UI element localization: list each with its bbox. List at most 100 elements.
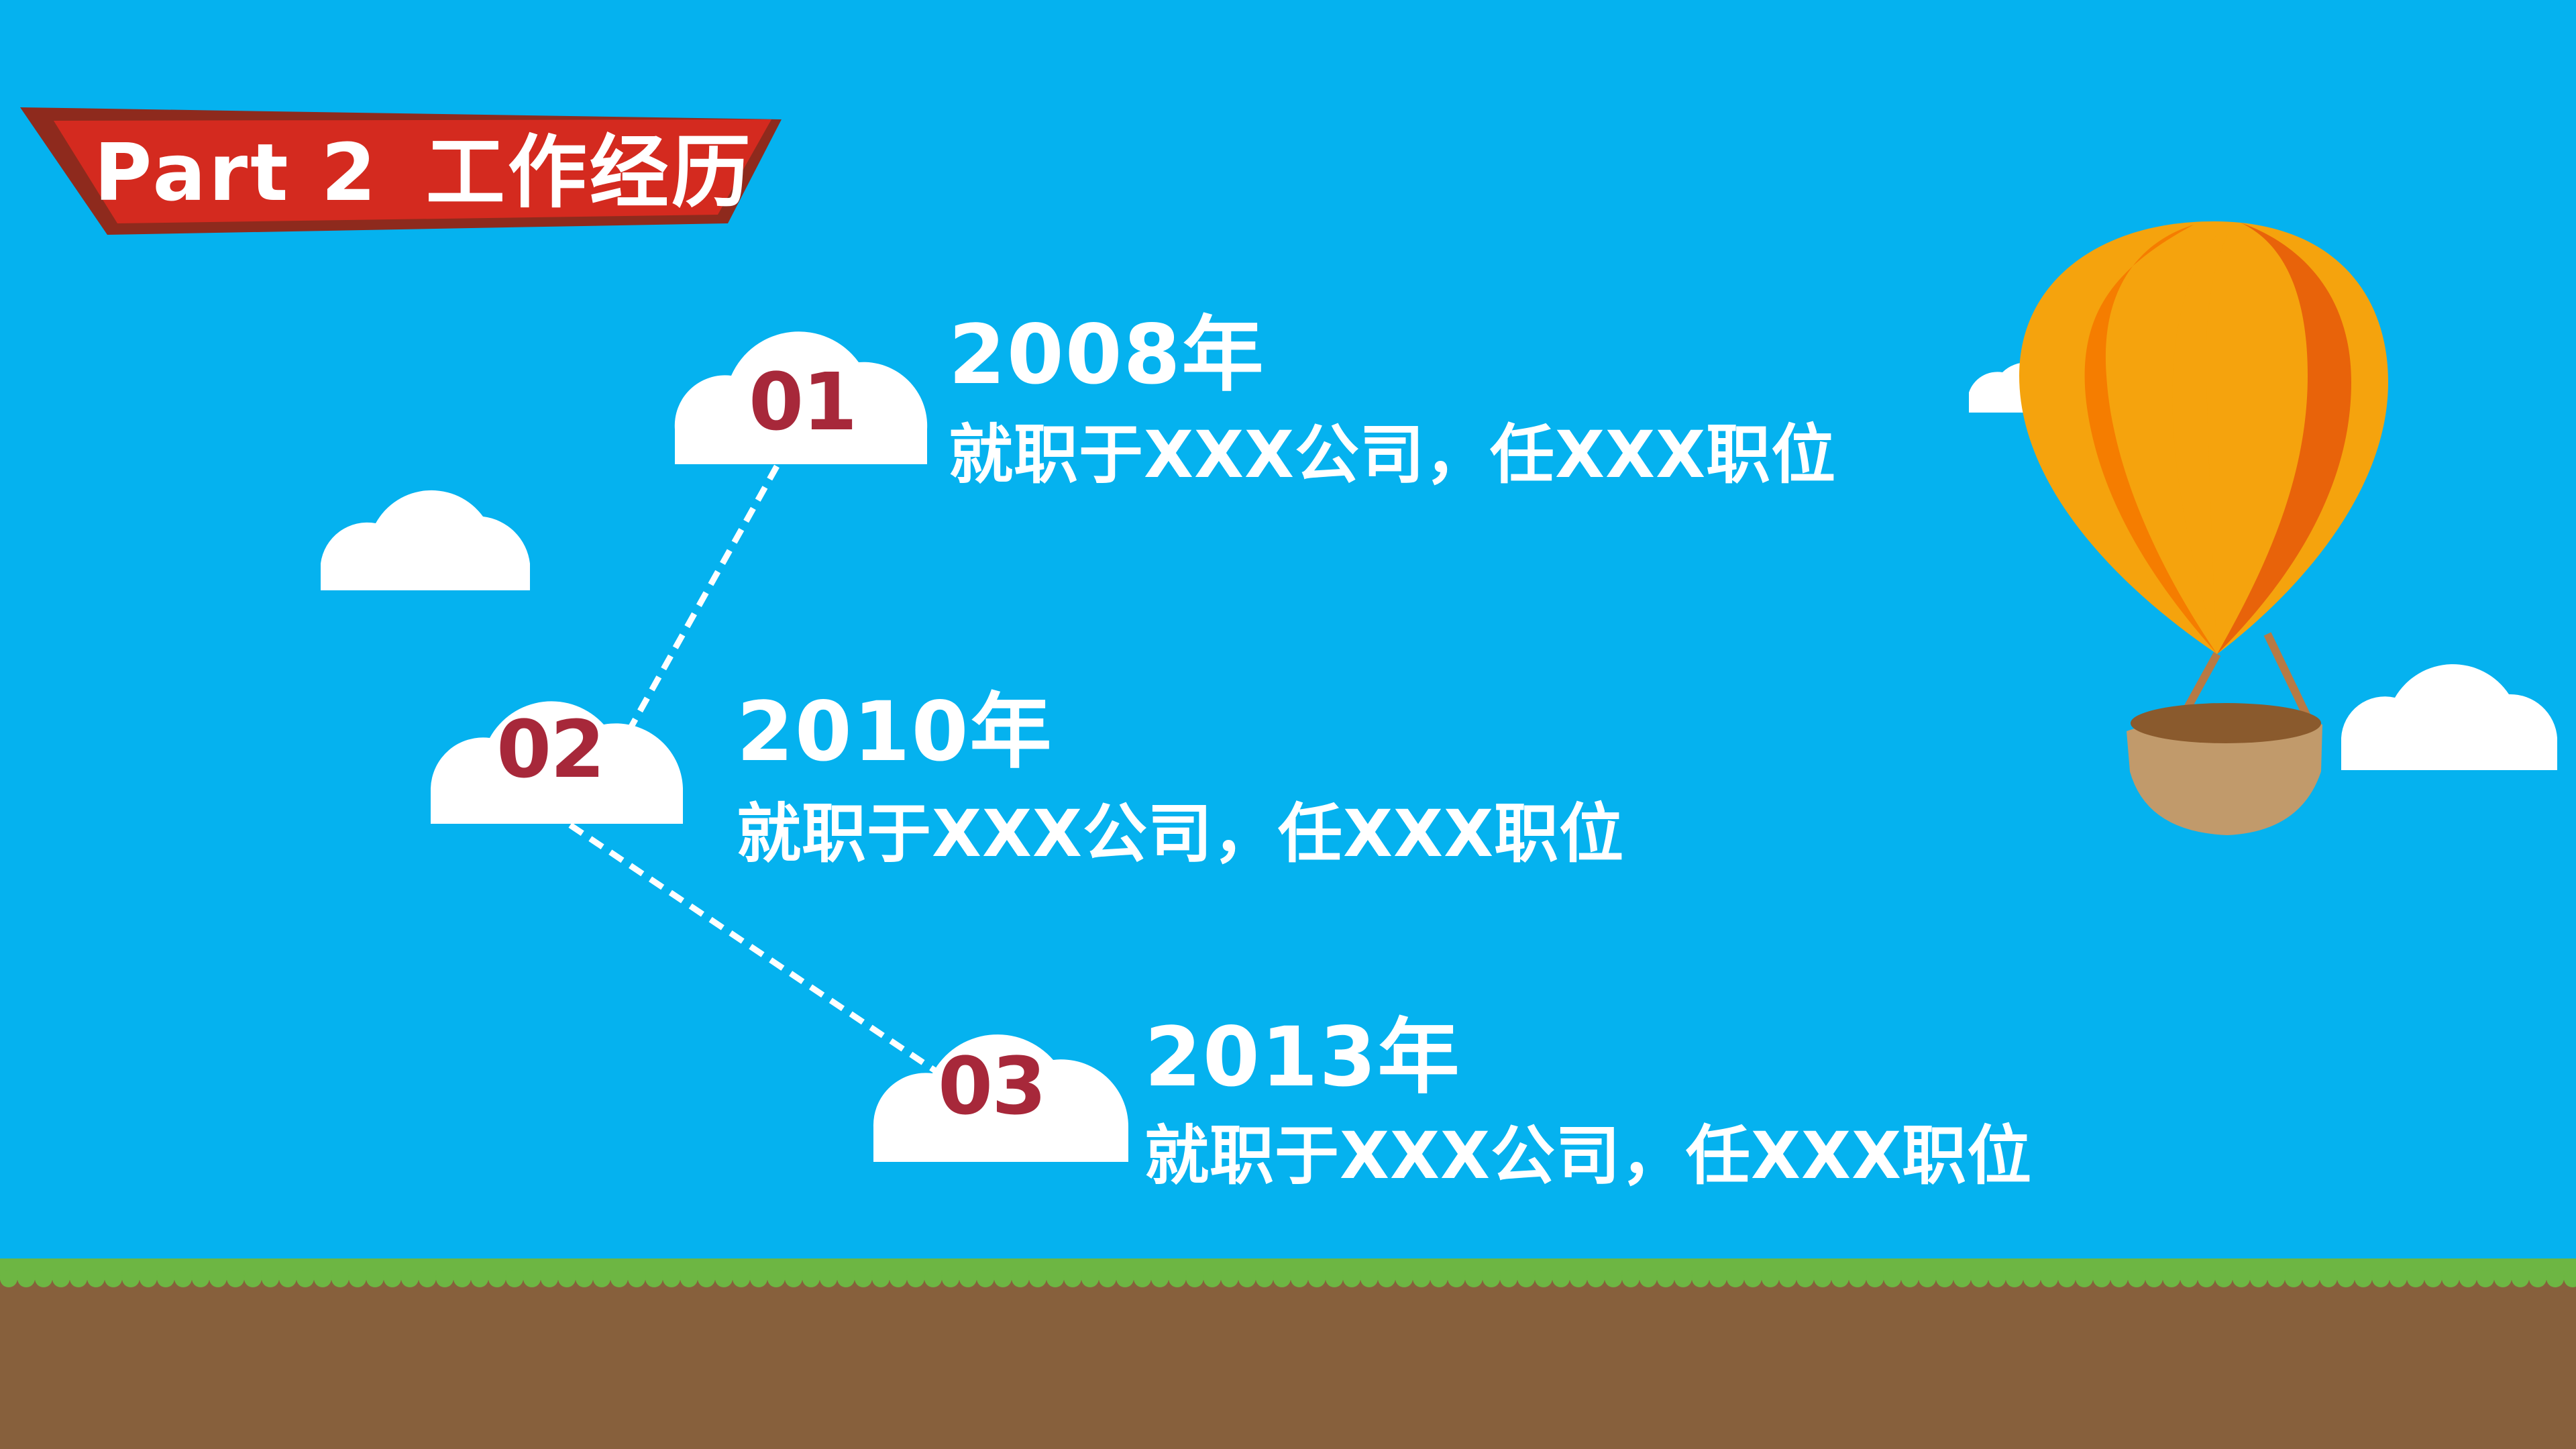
grass-scallop: [1744, 1270, 1762, 1287]
grass-scallop: [645, 1270, 663, 1287]
grass-scallop: [907, 1270, 924, 1287]
grass-scallop: [2424, 1270, 2442, 1287]
grass-scallop: [1779, 1270, 1796, 1287]
grass-scallop: [1884, 1270, 1901, 1287]
grass-scallop: [17, 1270, 35, 1287]
cloud-icon: [321, 490, 530, 590]
timeline-description-03: 就职于XXX公司，任XXX职位: [1144, 1118, 2033, 1193]
grass-scallop: [1395, 1270, 1413, 1287]
grass-scallop: [1500, 1270, 1517, 1287]
grass-scallop: [2006, 1270, 2023, 1287]
grass-scallop: [2076, 1270, 2093, 1287]
grass-scallop: [2494, 1270, 2512, 1287]
grass-scallop: [610, 1270, 628, 1287]
grass-scallop: [1326, 1270, 1343, 1287]
grass-scallop: [541, 1270, 558, 1287]
grass-scallop: [1535, 1270, 1552, 1287]
grass-scallop: [1866, 1270, 1884, 1287]
grass-scallop: [2512, 1270, 2529, 1287]
grass-scallops: [0, 1270, 2576, 1287]
grass-scallop: [1901, 1270, 1919, 1287]
grass-scallop: [1151, 1270, 1169, 1287]
grass-scallop: [1116, 1270, 1134, 1287]
grass-scallop: [1134, 1270, 1151, 1287]
grass-scallop: [1483, 1270, 1500, 1287]
timeline-year-02: 2010年: [737, 684, 1053, 780]
grass-scallop: [558, 1270, 576, 1287]
grass-scallop: [1291, 1270, 1308, 1287]
grass-scallop: [2180, 1270, 2198, 1287]
grass-scallop: [209, 1270, 227, 1287]
grass-scallop: [122, 1270, 140, 1287]
grass-scallop: [663, 1270, 680, 1287]
grass-scallop: [576, 1270, 593, 1287]
grass-scallop: [419, 1270, 436, 1287]
grass-scallop: [384, 1270, 401, 1287]
grass-scallop: [105, 1270, 122, 1287]
grass-scallop: [0, 1270, 17, 1287]
cloud-icon: [431, 701, 683, 824]
grass-scallop: [2459, 1270, 2477, 1287]
grass-scallop: [523, 1270, 541, 1287]
grass-scallop: [593, 1270, 610, 1287]
grass-scallop: [2093, 1270, 2110, 1287]
grass-scallop: [1169, 1270, 1186, 1287]
grass-scallop: [802, 1270, 820, 1287]
grass-scallop: [1814, 1270, 1831, 1287]
grass-scallop: [140, 1270, 157, 1287]
timeline-year-03: 2013年: [1144, 1010, 1461, 1105]
grass-scallop: [488, 1270, 506, 1287]
grass-scallop: [2477, 1270, 2494, 1287]
grass-scallop: [994, 1270, 1012, 1287]
connector-line: [568, 822, 941, 1076]
grass-scallop: [1081, 1270, 1099, 1287]
grass-scallop: [157, 1270, 174, 1287]
grass-scallop: [366, 1270, 384, 1287]
grass-scallop: [2041, 1270, 2058, 1287]
grass-scallop: [2233, 1270, 2250, 1287]
grass-scallop: [2215, 1270, 2233, 1287]
grass-scallop: [855, 1270, 872, 1287]
grass-scallop: [1849, 1270, 1866, 1287]
grass-scallop: [70, 1270, 87, 1287]
grass-scallop: [2546, 1270, 2564, 1287]
grass-scallop: [2163, 1270, 2180, 1287]
cloud-icon: [873, 1034, 1129, 1162]
grass-scallop: [1448, 1270, 1465, 1287]
grass-scallop: [2058, 1270, 2076, 1287]
grass-scallop: [1988, 1270, 2006, 1287]
grass-scallop: [87, 1270, 105, 1287]
grass-scallop: [349, 1270, 366, 1287]
grass-scallop: [1605, 1270, 1622, 1287]
grass-scallop: [2250, 1270, 2267, 1287]
grass-scallop: [1919, 1270, 1936, 1287]
grass-scallop: [1360, 1270, 1378, 1287]
grass-scallop: [698, 1270, 715, 1287]
grass-scallop: [785, 1270, 802, 1287]
grass-scallop: [1831, 1270, 1849, 1287]
grass-scallop: [1029, 1270, 1046, 1287]
grass-scallop: [2320, 1270, 2337, 1287]
grass-scallop: [2564, 1270, 2576, 1287]
banner-section-label: 工作经历: [425, 126, 753, 219]
grass-scallop: [2198, 1270, 2215, 1287]
grass-scallop: [297, 1270, 314, 1287]
grass-scallop: [1622, 1270, 1640, 1287]
grass-scallop: [227, 1270, 244, 1287]
grass-scallop: [1343, 1270, 1360, 1287]
grass-scallop: [1657, 1270, 1674, 1287]
grass-scallop: [2529, 1270, 2546, 1287]
grass-scallop: [453, 1270, 471, 1287]
grass-scallop: [506, 1270, 523, 1287]
grass-scallop: [1640, 1270, 1657, 1287]
grass-scallop: [959, 1270, 977, 1287]
grass-scallop: [733, 1270, 750, 1287]
grass-scallop: [1517, 1270, 1535, 1287]
grass-scallop: [1046, 1270, 1064, 1287]
grass-scallop: [1465, 1270, 1483, 1287]
grass-scallop: [2285, 1270, 2302, 1287]
grass-scallop: [279, 1270, 297, 1287]
